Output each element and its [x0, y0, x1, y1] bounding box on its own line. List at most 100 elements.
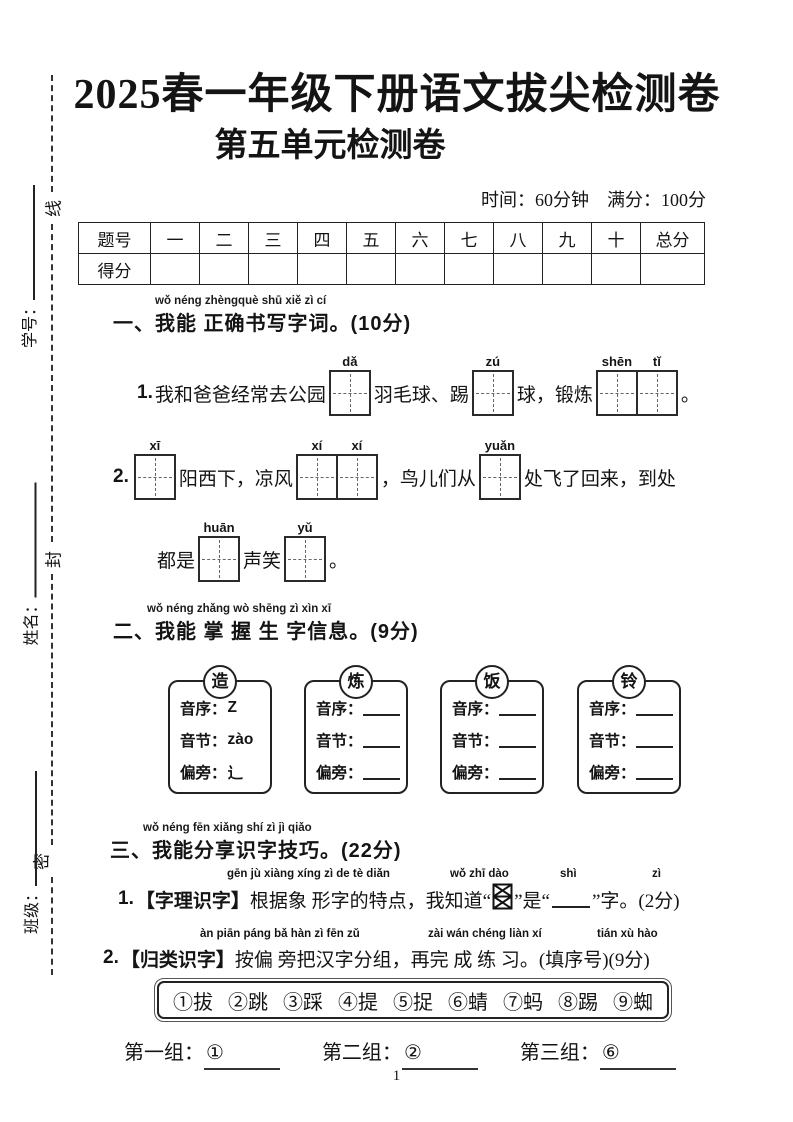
yinxu-blank[interactable]: [635, 701, 673, 716]
section3-pinyin: wǒ néng fēn xiǎng shí zì jì qiǎo: [143, 822, 312, 834]
item-number: 2.: [103, 947, 119, 968]
score-cell[interactable]: [493, 253, 543, 285]
exam-meta: 时间：60分钟 满分：100分: [481, 190, 706, 210]
box-pinyin: dǎ: [342, 354, 358, 369]
yinxu-blank[interactable]: [498, 701, 536, 716]
seal-dashed-line-segment: [51, 224, 53, 542]
yinjie-blank[interactable]: [498, 733, 536, 748]
write-box[interactable]: shēn: [595, 354, 638, 416]
box-pinyin: huān: [203, 520, 235, 535]
column-header: 七: [444, 222, 494, 254]
group-item: 第二组：②: [322, 1036, 478, 1070]
section2-pinyin: wǒ néng zhǎng wò shēng zì xìn xī: [147, 603, 332, 615]
score-cell[interactable]: [346, 253, 396, 285]
sentence-text: ”是“: [514, 890, 550, 912]
score-header: 得分: [78, 253, 151, 285]
write-box[interactable]: yuǎn: [478, 438, 521, 500]
pianpang-label: 偏旁：: [589, 765, 636, 782]
score-cell[interactable]: [297, 253, 347, 285]
write-box[interactable]: xī: [133, 438, 176, 500]
group-seed-number: ②: [403, 1042, 422, 1064]
group-answer-line[interactable]: ②: [401, 1040, 478, 1070]
name-blank[interactable]: [22, 482, 37, 598]
section3-item2: 2. 【归类识字】 按偏 旁把汉字分组，再完 成 练 习。(填序号)(9分): [103, 941, 650, 975]
column-header: 二: [199, 222, 249, 254]
character-word-bank: ①拔 ②跳 ③踩 ④提 ⑤捉 ⑥蜻 ⑦蚂 ⑧踢 ⑨蜘: [154, 978, 672, 1022]
score-cell[interactable]: [640, 253, 705, 285]
sentence-text: 都是: [157, 550, 196, 572]
item-number: 2.: [113, 466, 129, 487]
score-cell[interactable]: [591, 253, 641, 285]
yinjie-blank[interactable]: [362, 733, 400, 748]
pianpang-blank[interactable]: [362, 765, 400, 780]
page-title: 2025春一年级下册语文拔尖检测卷: [73, 72, 721, 118]
word-bank-item: ④提: [338, 991, 378, 1014]
score-cell[interactable]: [542, 253, 592, 285]
score-cell[interactable]: [395, 253, 445, 285]
pianpang-value: 辶: [227, 765, 244, 782]
group-item: 第三组：⑥: [520, 1036, 676, 1070]
word-bank-item: ⑧踢: [558, 991, 598, 1014]
column-header: 六: [395, 222, 445, 254]
group-answer-line[interactable]: ⑥: [599, 1040, 676, 1070]
sentence-text: 阳西下，凉风: [178, 468, 293, 490]
char-info-card-zao: 造 音序：Z 音节：zào 偏旁：辶: [168, 665, 272, 794]
student-number-blank[interactable]: [21, 184, 35, 300]
item1-pinyin: gēn jù xiàng xíng zì de tè diǎn: [227, 868, 390, 880]
pianpang-blank[interactable]: [635, 765, 673, 780]
item1-pinyin: wǒ zhī dào: [450, 868, 509, 880]
box-pinyin: xí: [351, 438, 363, 453]
box-pinyin: xí: [311, 438, 323, 453]
name-field: 姓名：: [17, 451, 43, 646]
answer-blank[interactable]: [551, 891, 590, 908]
section1-item1: 1. 我和爸爸经常去公园 dǎ 羽毛球、踢 zú 球，锻炼 shēn tǐ 。: [137, 354, 700, 416]
group-seed-number: ①: [206, 1042, 224, 1064]
word-bank-item: ②跳: [228, 991, 268, 1014]
yinjie-label: 音节：: [452, 733, 499, 750]
net-pictograph-icon: [492, 883, 513, 916]
char-info-card-lian: 炼 音序： 音节： 偏旁：: [304, 665, 408, 794]
word-bank-item: ⑤捉: [393, 991, 433, 1014]
box-pinyin: yuǎn: [484, 438, 516, 453]
name-label: 姓名：: [23, 597, 41, 646]
group-answer-line[interactable]: ①: [204, 1040, 280, 1070]
score-cell[interactable]: [150, 253, 200, 285]
sentence-text: 。: [680, 384, 700, 406]
column-header: 九: [542, 222, 592, 254]
sentence-text: 我和爸爸经常去公园: [154, 384, 326, 406]
class-field: 班级：: [17, 746, 43, 934]
table-row: 得分: [78, 253, 705, 285]
section1-item2-line1: 2. xī 阳西下，凉风 xí xí ，鸟儿们从 yuǎn 处飞了回来，到处: [113, 438, 676, 500]
score-cell[interactable]: [248, 253, 298, 285]
write-box[interactable]: yǔ: [284, 520, 327, 582]
write-box[interactable]: xí: [295, 438, 338, 500]
student-number-label: 学号：: [22, 299, 39, 348]
write-box[interactable]: dǎ: [328, 354, 371, 416]
score-cell[interactable]: [444, 253, 494, 285]
class-label: 班级：: [24, 885, 41, 934]
column-header: 十: [591, 222, 641, 254]
char-info-card-fan: 饭 音序： 音节： 偏旁：: [440, 665, 544, 794]
group-label: 第二组：: [321, 1042, 402, 1064]
write-box[interactable]: huān: [198, 520, 241, 582]
yinjie-label: 音节：: [316, 733, 363, 750]
box-pinyin: yǔ: [297, 520, 313, 535]
write-box[interactable]: tǐ: [635, 354, 678, 416]
score-table: 题号 一 二 三 四 五 六 七 八 九 十 总分 得分: [78, 222, 705, 285]
write-box[interactable]: xí: [335, 438, 378, 500]
yinxu-blank[interactable]: [362, 701, 400, 716]
column-header: 八: [493, 222, 543, 254]
word-bank-item: ③踩: [283, 991, 323, 1014]
sentence-text: 球，锻炼: [516, 384, 593, 406]
question-number-header: 题号: [78, 222, 151, 254]
score-cell[interactable]: [199, 253, 249, 285]
section1-item2-line2: 都是 huān 声笑 yǔ 。: [157, 520, 348, 582]
pianpang-blank[interactable]: [498, 765, 536, 780]
box-pinyin: zú: [485, 354, 501, 369]
section2-title: 二、我能 掌 握 生 字信息。(9分): [113, 621, 419, 643]
yinjie-blank[interactable]: [635, 733, 673, 748]
class-blank[interactable]: [23, 770, 37, 886]
seal-dashed-line-segment: [51, 574, 53, 845]
group-label: 第三组：: [519, 1042, 600, 1064]
write-box[interactable]: zú: [471, 354, 514, 416]
